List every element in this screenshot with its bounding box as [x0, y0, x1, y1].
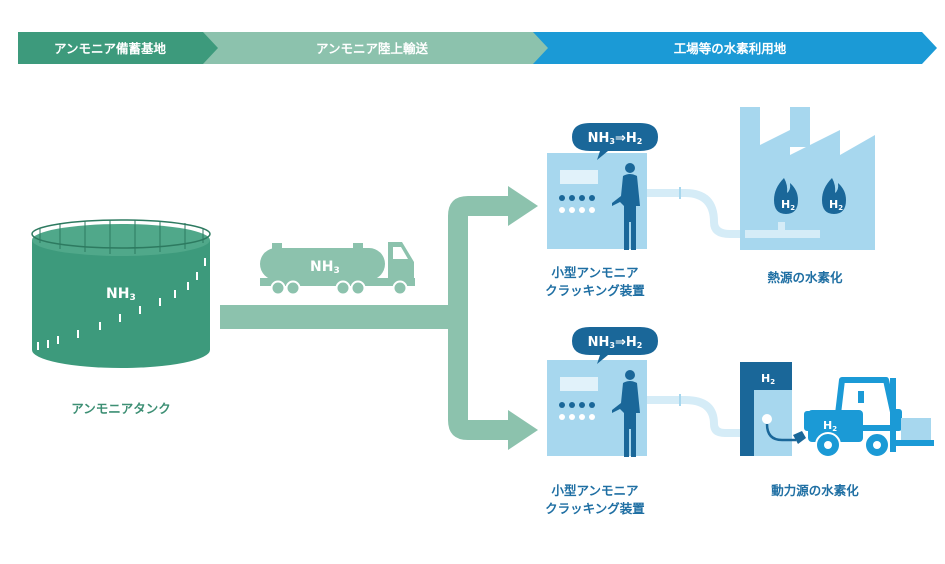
cracking-unit-bottom	[547, 360, 745, 456]
cracker-top-caption-line2: クラッキング装置	[545, 283, 645, 298]
hydrogen-dispenser	[740, 362, 806, 456]
stage1-chevron	[18, 32, 218, 64]
forklift-label: H2	[823, 419, 837, 433]
truck-label: NH3	[310, 259, 340, 276]
tank-caption: アンモニアタンク	[71, 401, 171, 416]
flame-label-2: H2	[829, 198, 843, 212]
cracking-unit-top	[547, 153, 745, 249]
factory	[740, 107, 875, 250]
stage2-label: アンモニア陸上輸送	[316, 41, 429, 56]
forklift-icon	[804, 377, 934, 458]
stage1-label: アンモニア備蓄基地	[54, 41, 167, 56]
factory-pipe	[745, 222, 820, 238]
tank-label: NH3	[106, 286, 136, 303]
cracker-bottom-caption-line1: 小型アンモニア	[551, 483, 639, 498]
station-caption: 動力源の水素化	[771, 483, 859, 498]
reaction-text-top: NH3⇒H2	[588, 131, 643, 146]
flame-label-1: H2	[781, 198, 795, 212]
cracker-top-caption-line1: 小型アンモニア	[551, 265, 639, 280]
stage2-chevron	[200, 32, 548, 64]
stage3-chevron	[520, 32, 937, 64]
operator-icon	[612, 370, 640, 457]
reaction-bubble-top	[572, 123, 658, 160]
operator-icon	[612, 163, 640, 250]
flow-arrow	[220, 186, 538, 450]
reaction-bubble-bottom	[572, 327, 658, 364]
tanker-truck	[260, 242, 415, 296]
stage3-label: 工場等の水素利用地	[674, 41, 787, 56]
reaction-text-bottom: NH3⇒H2	[588, 335, 643, 350]
cracker-bottom-caption-line2: クラッキング装置	[545, 501, 645, 516]
cracker-top-caption: 小型アンモニア クラッキング装置	[520, 264, 670, 300]
ammonia-tank	[31, 219, 211, 368]
factory-caption: 熱源の水素化	[767, 270, 843, 285]
dispenser-label: H2	[761, 372, 775, 386]
flame-icon	[774, 178, 846, 214]
cracker-bottom-caption: 小型アンモニア クラッキング装置	[520, 482, 670, 518]
